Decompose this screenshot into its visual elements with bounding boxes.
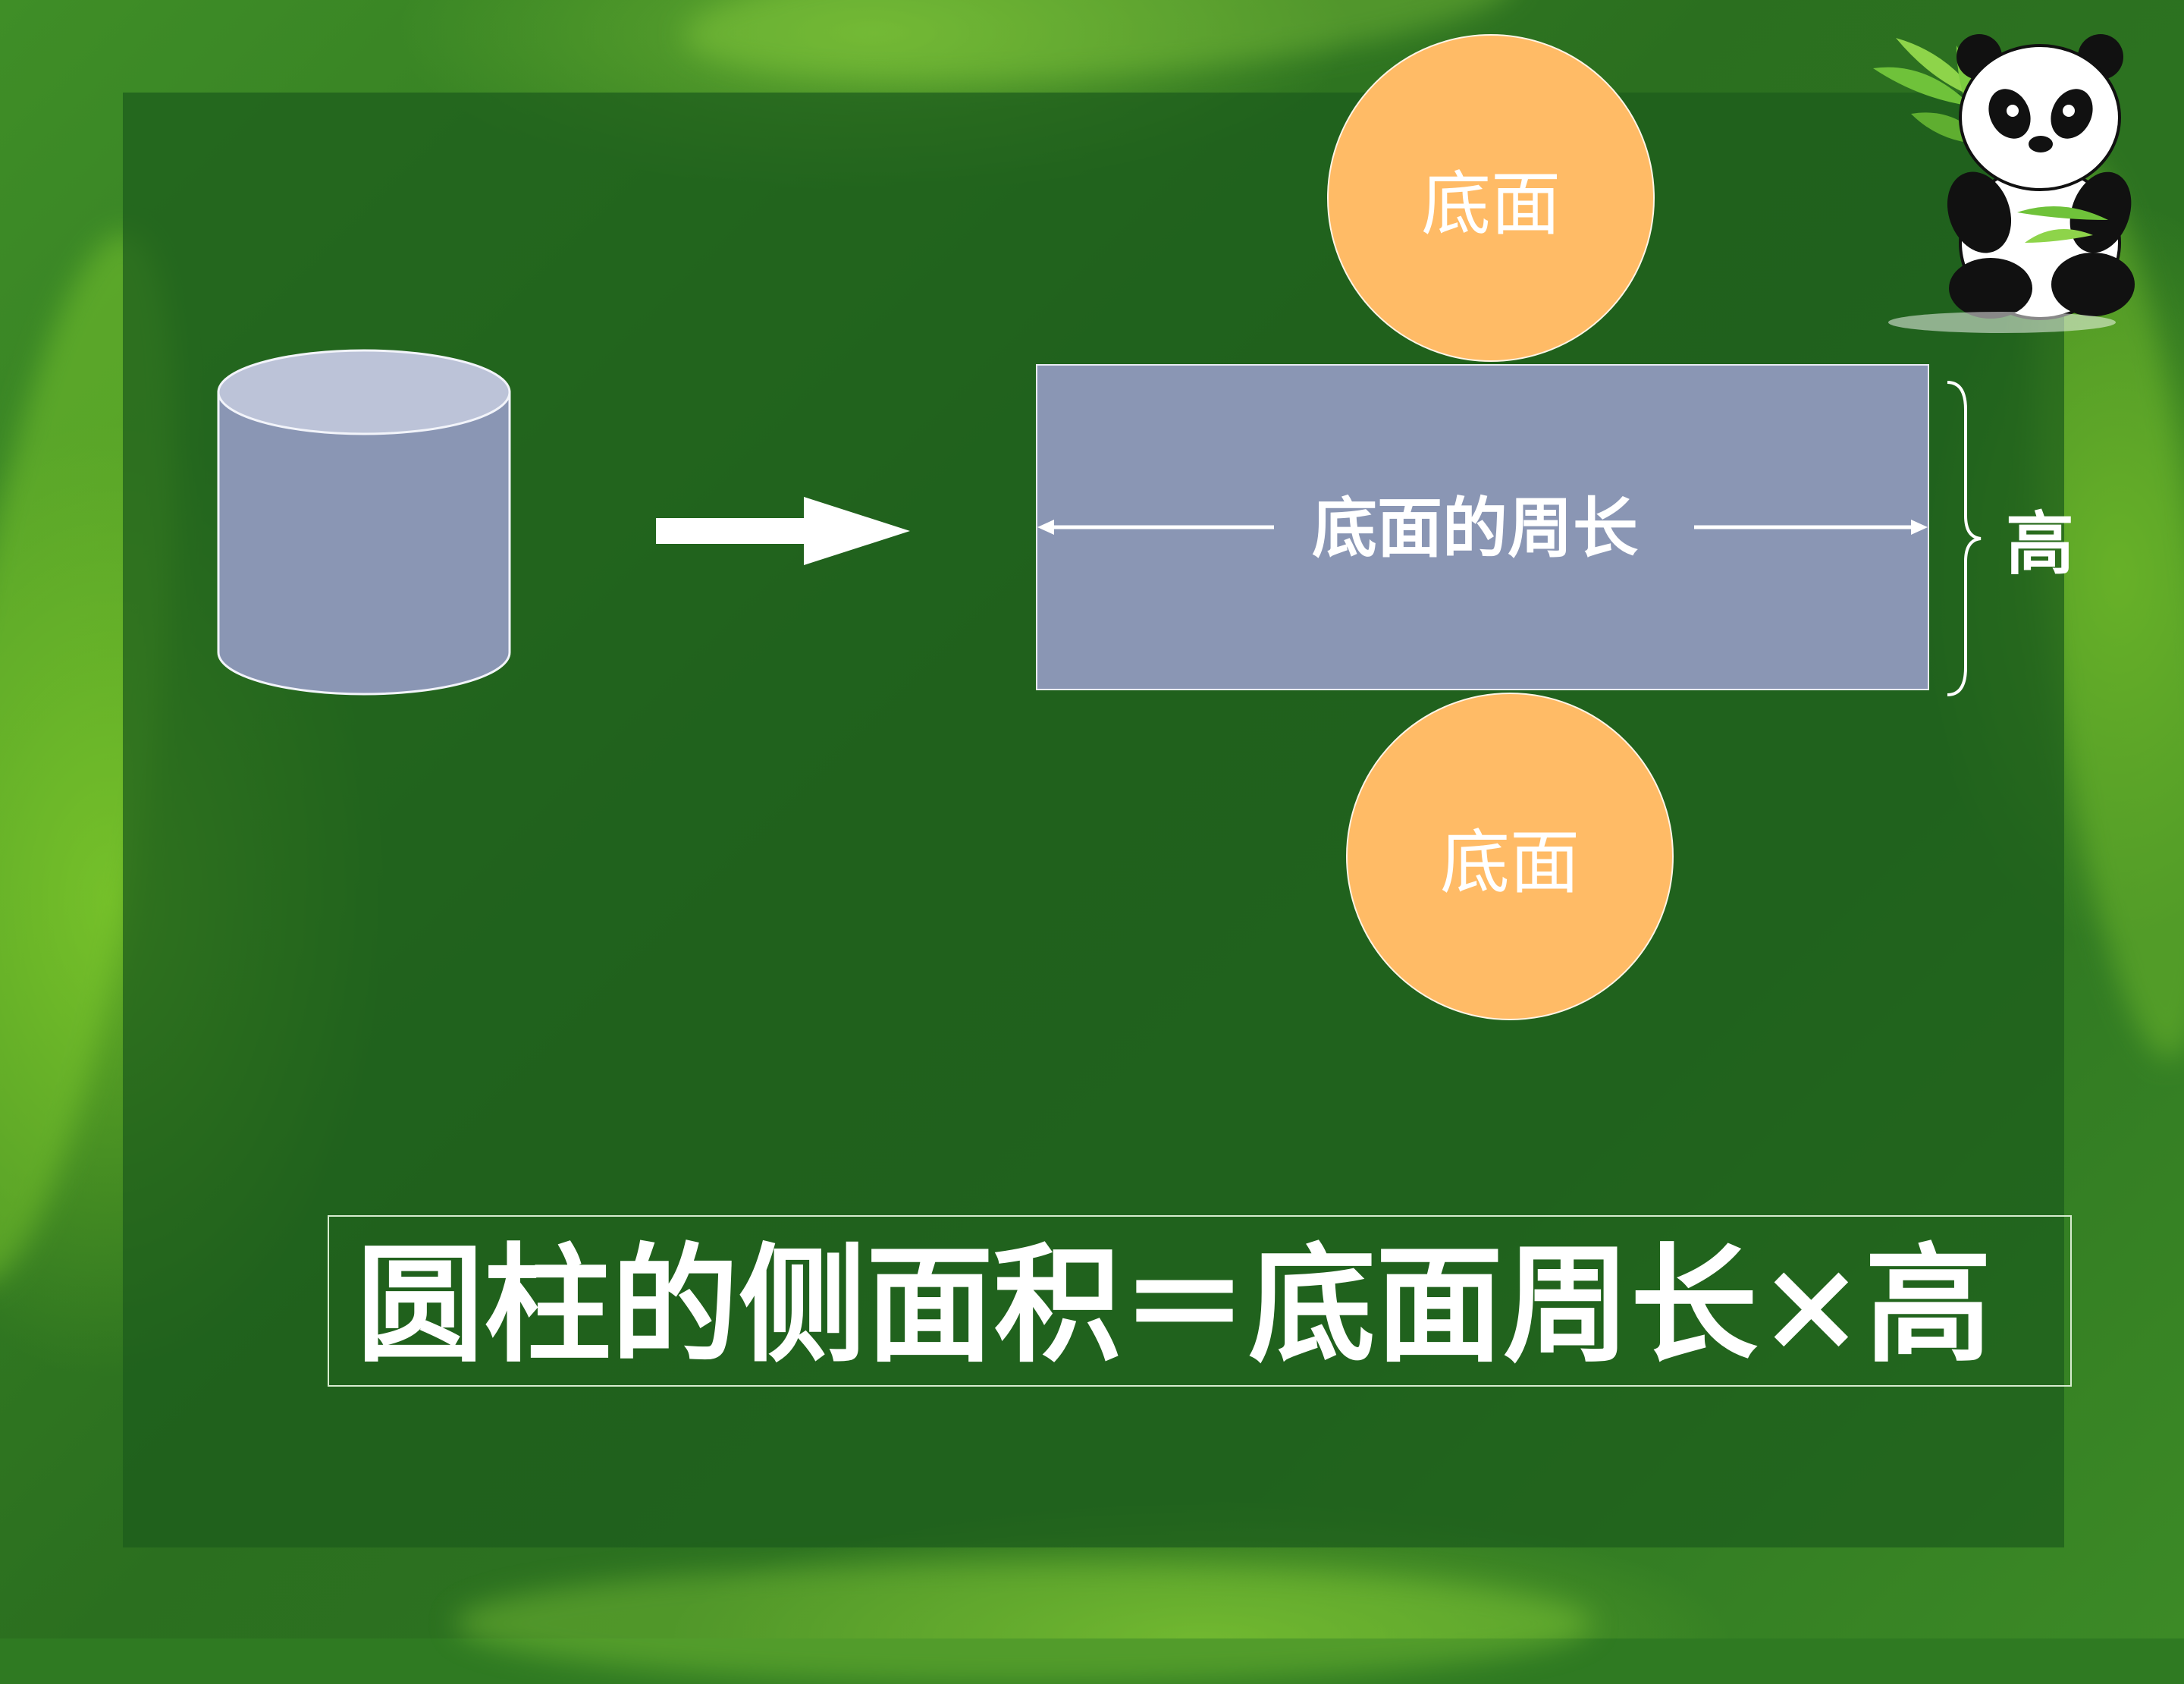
bottom-base-circle: 底面 xyxy=(1346,693,1674,1020)
cylinder-icon xyxy=(217,349,511,696)
top-base-label: 底面 xyxy=(1420,163,1561,245)
top-base-circle: 底面 xyxy=(1327,34,1655,362)
side-width-label: 底面的周长 xyxy=(1312,490,1638,567)
width-dimension-line xyxy=(1037,520,1928,535)
content-panel xyxy=(123,93,2064,1547)
arrow-right-icon xyxy=(656,497,910,565)
formula-box xyxy=(328,1215,2072,1387)
side-height-label: 高 xyxy=(2006,504,2074,584)
bottom-base-label: 底面 xyxy=(1439,822,1580,903)
panda-icon xyxy=(1873,34,2135,333)
height-brace xyxy=(1947,381,1982,696)
lateral-area-formula: 圆柱的侧面积＝底面周长×高 xyxy=(356,1230,1992,1380)
